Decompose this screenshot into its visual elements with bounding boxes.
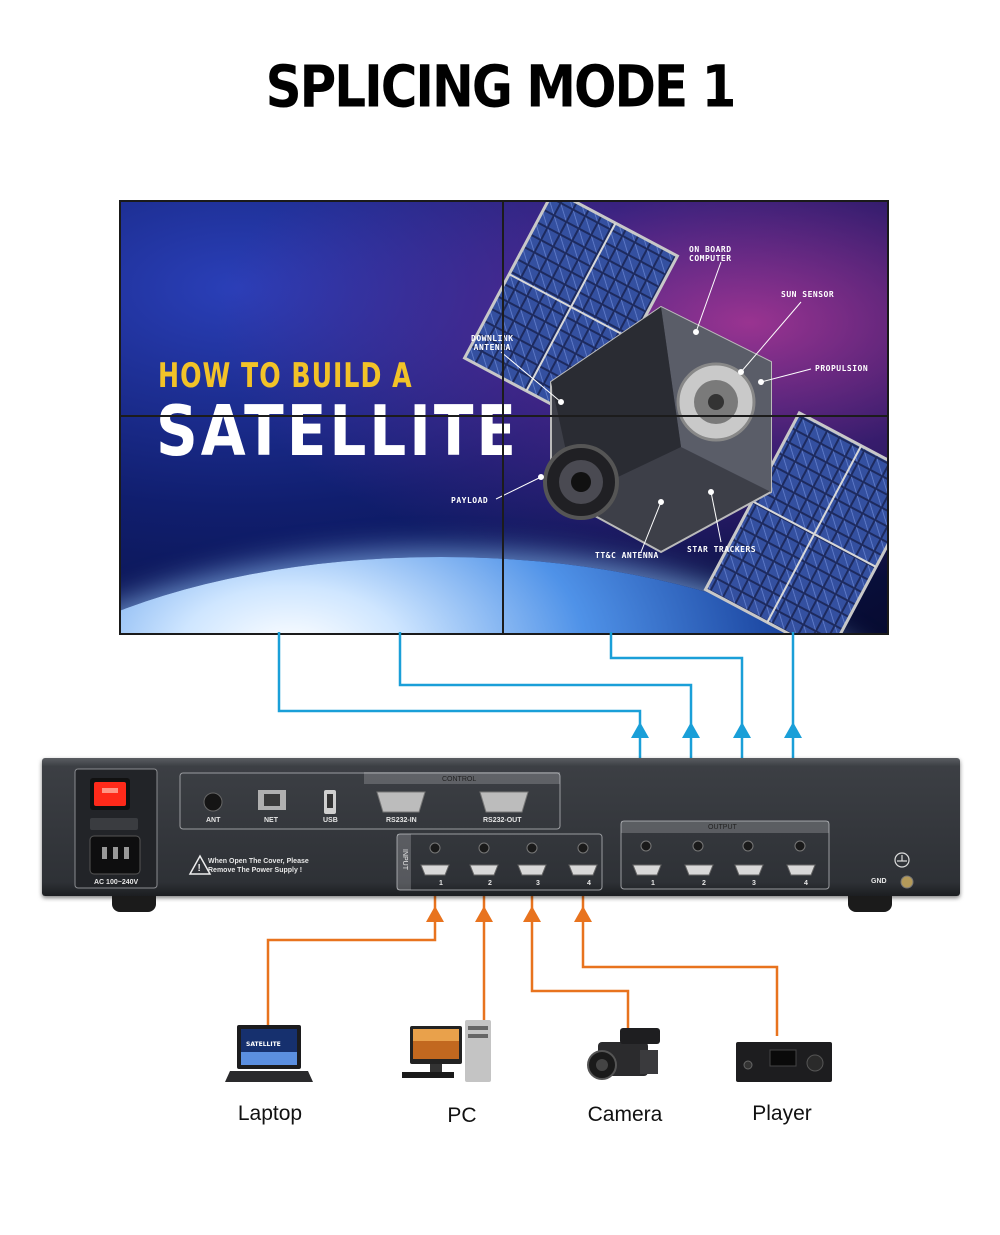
label-downlink-line2: ANTENNA	[473, 343, 511, 352]
device-foot-right	[848, 896, 892, 912]
input-port-1: 1	[439, 880, 443, 887]
output-port-3: 3	[752, 880, 756, 887]
usb-label: USB	[323, 817, 338, 824]
device-foot-left	[112, 896, 156, 912]
label-payload: PAYLOAD	[451, 496, 489, 505]
gnd-label: GND	[871, 878, 887, 885]
rs232-in-label: RS232-IN	[386, 817, 417, 824]
laptop-icon	[225, 1025, 313, 1082]
label-star-trackers: STAR TRACKERS	[687, 545, 757, 554]
warning-triangle-icon	[188, 854, 212, 875]
power-label: AC 100~240V	[94, 879, 139, 886]
page-title: SPLICING MODE 1	[265, 53, 737, 121]
input-port-3: 3	[536, 880, 540, 887]
input-arrow-1	[426, 906, 444, 922]
label-propulsion: PROPULSION	[815, 364, 869, 373]
label-ttc-antenna: TT&C ANTENNA	[595, 551, 659, 560]
input-arrow-3	[523, 906, 541, 922]
label-downlink-line1: DOWNLINK	[471, 334, 514, 343]
source-label-laptop: Laptop	[237, 1102, 303, 1125]
screen-headline-big: SATELLITE	[156, 390, 520, 472]
player-icon	[736, 1042, 832, 1082]
satellite-illustration	[462, 202, 887, 633]
source-label-pc: PC	[447, 1104, 477, 1127]
warning-line-1: When Open The Cover, Please	[208, 858, 309, 865]
output-label: OUTPUT	[708, 824, 737, 831]
warning-line-2: Remove The Power Supply !	[208, 867, 303, 874]
input-arrow-2	[475, 906, 493, 922]
screen-headline-small: HOW TO BUILD A	[158, 356, 413, 396]
output-arrow-3	[733, 722, 751, 738]
laptop-screen-text: SATELLITE	[246, 1041, 281, 1048]
label-onboard-computer: ON BOARD COMPUTER	[689, 245, 732, 263]
device-panel: !	[74, 768, 914, 891]
control-label: CONTROL	[442, 776, 477, 783]
label-sun-sensor: SUN SENSOR	[781, 290, 835, 299]
wall-seam-vertical	[502, 202, 504, 633]
label-onboard-line1: ON BOARD	[689, 245, 732, 254]
output-port-2: 2	[702, 880, 706, 887]
warning-text: When Open The Cover, Please Remove The P…	[208, 857, 309, 875]
wall-seam-horizontal	[121, 415, 887, 417]
pc-icon	[402, 1020, 491, 1082]
output-port-4: 4	[804, 880, 808, 887]
input-port-4: 4	[587, 880, 591, 887]
output-port-1: 1	[651, 880, 655, 887]
label-downlink-antenna: DOWNLINK ANTENNA	[471, 334, 514, 352]
input-line-4	[581, 880, 779, 1036]
camera-icon	[587, 1028, 660, 1080]
source-label-player: Player	[752, 1102, 812, 1125]
ground-symbol-icon	[894, 852, 910, 868]
splicing-processor: ! AC 100~240V ANT NET U	[42, 758, 960, 896]
output-arrow-1	[631, 722, 649, 738]
output-arrow-4	[784, 722, 802, 738]
rs232-out-label: RS232-OUT	[483, 817, 522, 824]
video-wall: HOW TO BUILD A SATELLITE ON BOARD COMPUT…	[119, 200, 889, 635]
ant-label: ANT	[206, 817, 221, 824]
input-port-2: 2	[488, 880, 492, 887]
output-arrow-2	[682, 722, 700, 738]
input-line-3	[530, 880, 630, 1030]
source-label-camera: Camera	[587, 1103, 663, 1126]
net-label: NET	[264, 817, 278, 824]
svg-text:!: !	[198, 863, 201, 874]
input-arrow-4	[574, 906, 592, 922]
label-onboard-line2: COMPUTER	[689, 254, 732, 263]
